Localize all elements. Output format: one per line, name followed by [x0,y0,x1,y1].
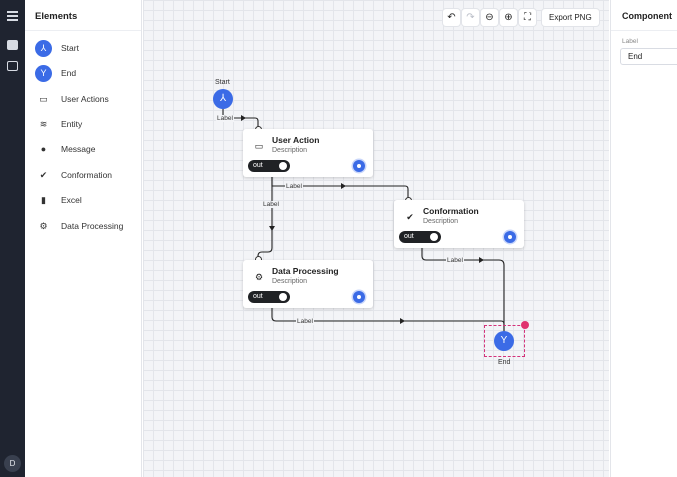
fork-icon: Y [500,335,508,346]
fullscreen-icon: ⛶ [524,12,531,23]
avatar[interactable]: D [4,455,21,472]
arrow-marker [341,183,346,189]
element-start[interactable]: ⅄ Start [35,38,135,58]
zoom-out-button[interactable]: ⊖ [481,9,498,26]
edge-user-action-conformation[interactable] [271,176,409,199]
element-message[interactable]: ● Message [35,139,135,159]
selection-outline [484,325,525,357]
out-label: out [253,293,263,300]
edge-data-processing-end[interactable] [271,307,505,332]
panel-title: Elements [35,11,78,22]
add-node-button[interactable] [353,160,365,172]
element-label: End [61,68,77,78]
app-rail: D [0,0,25,477]
port-dot [279,162,287,170]
edge-user-action-data-processing[interactable] [257,176,273,258]
redo-icon: ↷ [466,12,475,23]
flow-canvas[interactable]: Label Label Label Label Label Start ⅄ ▭ … [143,0,609,477]
redo-button[interactable]: ↷ [462,9,479,26]
element-entity[interactable]: ≋ Entity [35,114,135,134]
arrow-marker [479,257,484,263]
gears-icon: ⚙ [39,220,48,231]
end-caption: End [498,359,511,366]
panel-title: Component [622,11,672,21]
edge-label[interactable]: Label [262,201,280,208]
edge-label[interactable]: Label [446,257,464,264]
element-excel[interactable]: ▮ Excel [35,190,135,210]
edge-label[interactable]: Label [216,115,234,122]
field-label: Label [622,38,638,45]
out-label: out [404,233,414,240]
arrow-marker [269,226,275,231]
card-icon: ▭ [39,93,48,104]
node-title: Data Processing [272,266,339,276]
check-icon: ✔ [39,169,48,180]
edges-layer [222,108,505,332]
arrow-marker [400,318,405,324]
end-node[interactable]: Y [494,331,514,351]
node-title: Conformation [423,206,479,216]
edge-start-user-action[interactable] [222,108,259,128]
element-label: Entity [61,119,83,129]
zoom-in-button[interactable]: ⊕ [500,9,517,26]
zoom-out-icon: ⊖ [485,12,494,23]
export-png-button[interactable]: Export PNG [542,9,599,26]
fit-view-button[interactable]: ⛶ [519,9,536,26]
layers-icon: ≋ [39,118,48,129]
excel-icon: ▮ [41,194,46,205]
port-dot [430,233,438,241]
node-description: Description [423,218,459,225]
add-node-button[interactable] [504,231,516,243]
start-caption: Start [215,79,230,86]
code-nav-icon[interactable] [7,61,18,71]
element-label: Data Processing [61,221,124,231]
edge-label[interactable]: Label [285,183,303,190]
merge-icon: ⅄ [35,39,52,57]
check-icon: ✔ [406,212,414,222]
node-data-processing[interactable]: ⚙ Data Processing Description out [243,260,373,308]
element-user-actions[interactable]: ▭ User Actions [35,89,135,109]
menu-icon[interactable] [7,11,18,21]
canvas-toolbar: ↶ ↷ ⊖ ⊕ ⛶ Export PNG [443,9,599,26]
port-dot [279,293,287,301]
undo-button[interactable]: ↶ [443,9,460,26]
element-label: User Actions [61,94,109,104]
node-conformation[interactable]: ✔ Conformation Description out [394,200,524,248]
merge-icon: ⅄ [219,93,227,104]
divider [611,30,677,31]
add-node-button[interactable] [353,291,365,303]
fork-icon: Y [35,64,52,82]
elements-panel: Elements ⅄ Start Y End ▭ User Actions ≋ … [25,0,142,477]
node-description: Description [272,278,308,285]
element-label: Excel [61,195,82,205]
divider [25,30,141,31]
element-conformation[interactable]: ✔ Conformation [35,165,135,185]
element-end[interactable]: Y End [35,63,135,83]
output-port[interactable]: out [248,160,290,172]
card-icon: ▭ [254,141,264,151]
undo-icon: ↶ [447,12,456,23]
gears-icon: ⚙ [254,272,264,282]
delete-node-badge[interactable] [521,321,529,329]
out-label: out [253,162,263,169]
elements-nav-icon[interactable] [7,40,18,50]
chat-icon: ● [40,144,47,154]
node-description: Description [272,147,308,154]
edge-label[interactable]: Label [296,318,314,325]
label-input[interactable]: End [620,48,677,65]
zoom-in-icon: ⊕ [504,12,513,23]
component-panel: Component Label End [610,0,677,477]
start-node[interactable]: ⅄ [213,89,233,109]
output-port[interactable]: out [248,291,290,303]
element-label: Message [61,144,96,154]
output-port[interactable]: out [399,231,441,243]
arrow-marker [241,115,246,121]
node-title: User Action [272,135,320,145]
element-label: Start [61,43,79,53]
element-label: Conformation [61,170,113,180]
element-data-processing[interactable]: ⚙ Data Processing [35,216,135,236]
node-user-action[interactable]: ▭ User Action Description out [243,129,373,177]
